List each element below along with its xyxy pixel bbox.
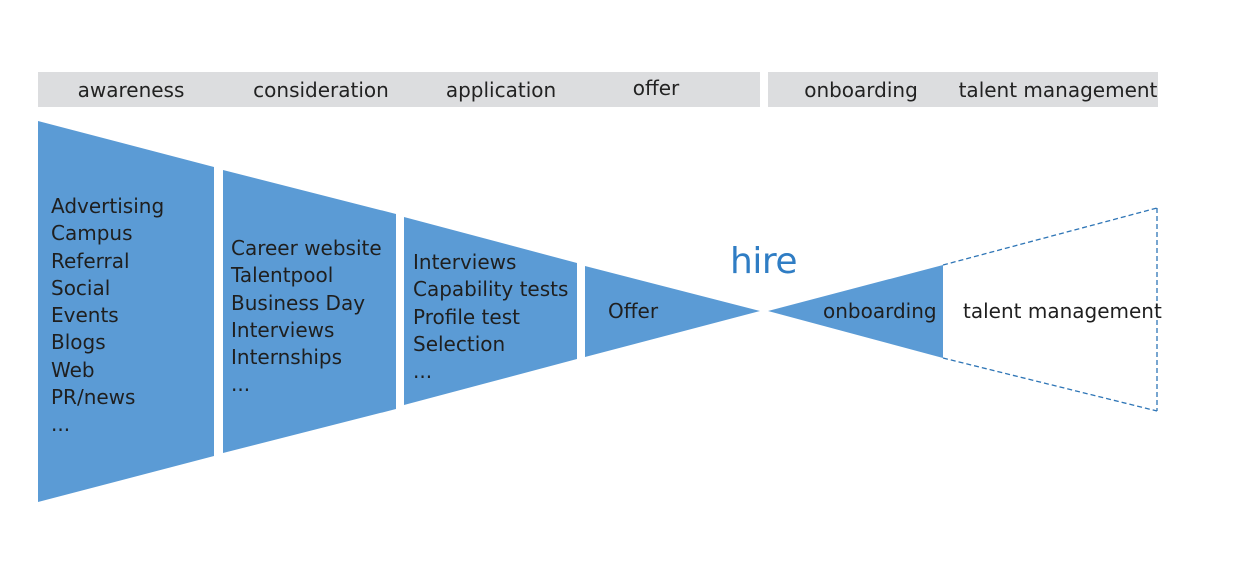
- funnel-segment-onboarding: [768, 265, 943, 358]
- application-item: ...: [413, 359, 433, 384]
- application-item: Selection: [413, 331, 506, 356]
- consideration-item: Talentpool: [231, 263, 334, 288]
- awareness-item: PR/news: [51, 385, 136, 410]
- awareness-item: Advertising: [51, 194, 165, 218]
- hire-label: hire: [730, 241, 797, 282]
- application-item: Capability tests: [413, 277, 569, 302]
- funnel-segment-offer: [585, 266, 760, 357]
- stage-label-awareness: awareness: [77, 78, 185, 102]
- funnel-segment-talent-management: [942, 207, 1158, 412]
- awareness-item: Referral: [51, 248, 130, 273]
- awareness-item: Events: [51, 303, 119, 328]
- application-item: Interviews: [413, 250, 517, 274]
- talent-management-label: talent management: [963, 299, 1162, 323]
- stage-header-bar-right: [768, 72, 1158, 107]
- consideration-item: Business Day: [231, 290, 366, 315]
- funnel-segment-application: [404, 217, 577, 405]
- onboarding-label: onboarding: [823, 299, 937, 323]
- consideration-item: Internships: [231, 345, 343, 370]
- awareness-item: Blogs: [51, 330, 106, 355]
- awareness-item: ...: [51, 412, 71, 437]
- awareness-item: Web: [51, 357, 95, 382]
- consideration-item: Career website: [231, 236, 382, 260]
- stage-header-bar-left: [38, 72, 760, 107]
- consideration-item: ...: [231, 372, 251, 397]
- stage-label-consideration: consideration: [253, 78, 389, 102]
- consideration-item: Interviews: [231, 317, 335, 342]
- offer-label: Offer: [608, 299, 659, 323]
- stage-label-application: application: [445, 78, 557, 102]
- funnel-segment-consideration: [223, 170, 396, 453]
- stage-label-onboarding: onboarding: [804, 78, 918, 102]
- awareness-item: Social: [51, 275, 111, 300]
- stage-label-talent-management: talent management: [958, 78, 1158, 102]
- funnel-segment-awareness: [38, 121, 214, 502]
- application-item: Profile test: [413, 304, 520, 329]
- awareness-item: Campus: [51, 221, 133, 246]
- stage-label-offer: offer: [632, 76, 680, 100]
